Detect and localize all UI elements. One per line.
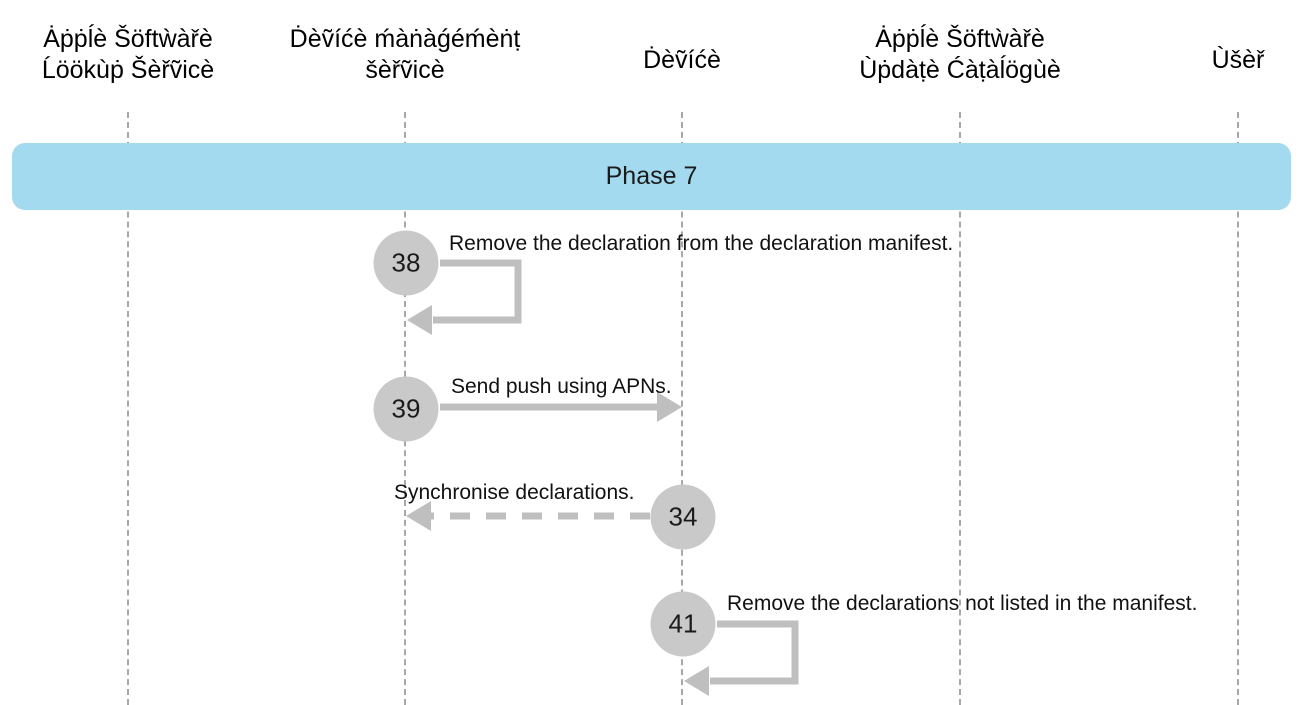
participant-header-lookup-service: Ȧṗṗĺè Šöftẁàřè Ĺöökùṗ Šèřṽicè xyxy=(41,25,215,84)
step-41-loop-path xyxy=(710,620,799,685)
message-label-step-38: Remove the declaration from the declarat… xyxy=(449,232,954,255)
step-number-bubble-41[interactable]: 41 xyxy=(650,591,716,657)
step-38-loop-path xyxy=(433,259,522,324)
message-label-step-41: Remove the declarations not listed in th… xyxy=(727,592,1198,615)
participant-header-update-catalogue: Ȧṗṗĺè Šöftẁàřè Ùṗdàṭè Ćàṭàĺögùè xyxy=(859,25,1061,84)
lifeline-user xyxy=(1237,112,1239,705)
participant-header-device: Ḋèṽíćè xyxy=(643,46,721,74)
participant-header-user: Ùšèř xyxy=(1211,46,1265,74)
message-label-step-39: Send push using APNs. xyxy=(451,375,672,398)
step-number-bubble-39[interactable]: 39 xyxy=(373,376,439,442)
phase-banner: Phase 7 xyxy=(12,143,1291,210)
step-number-bubble-34[interactable]: 34 xyxy=(650,484,716,550)
step-38-arrowhead xyxy=(407,305,432,335)
lifeline-lookup-service xyxy=(127,112,129,705)
participant-header-device-management-service: Ḋèṽíćè ḿàṅàǵéḿèṅṭ šèřṽicè xyxy=(289,25,521,84)
message-label-step-34: Synchronise declarations. xyxy=(394,481,635,504)
phase-banner-label: Phase 7 xyxy=(605,162,698,190)
lifeline-device xyxy=(681,112,683,705)
lifeline-update-catalogue xyxy=(959,112,961,705)
step-number-bubble-38[interactable]: 38 xyxy=(373,230,439,296)
step-41-arrowhead xyxy=(684,666,709,696)
step-34-arrowhead xyxy=(406,501,431,531)
